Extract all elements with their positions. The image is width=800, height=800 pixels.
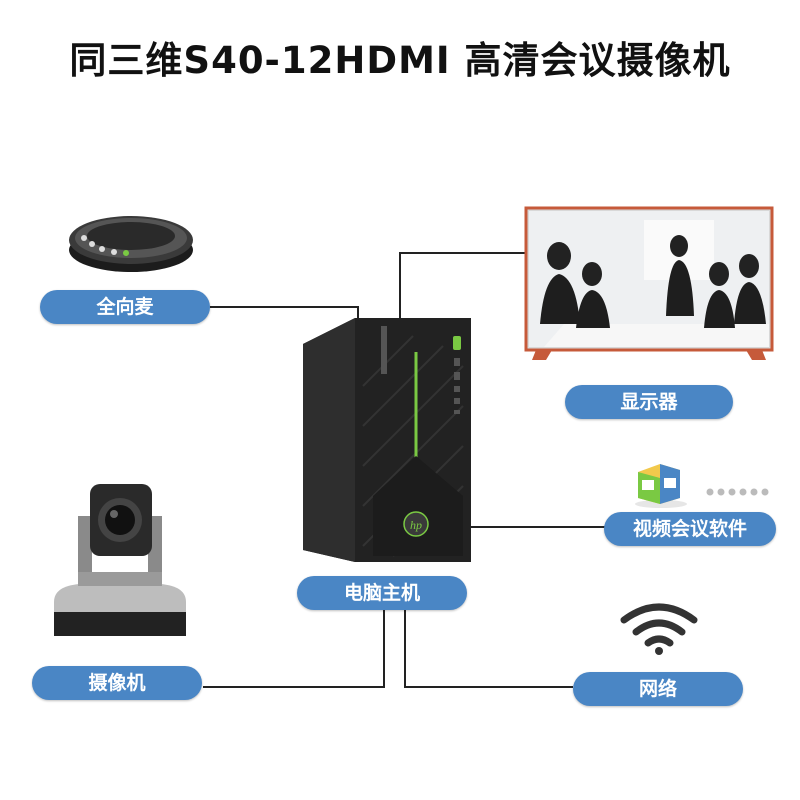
- line-pc-network: [404, 610, 573, 688]
- page-title: 同三维S40-12HDMI 高清会议摄像机: [69, 39, 731, 82]
- display-label: 显示器: [565, 385, 733, 419]
- pc-label: 电脑主机: [297, 576, 467, 610]
- dots-decoration: [704, 483, 774, 496]
- wifi-icon: [618, 598, 700, 656]
- software-label: 视频会议软件: [604, 512, 776, 546]
- camera-label: 摄像机: [32, 666, 202, 700]
- ptz-camera-icon: [40, 476, 200, 640]
- line-pc-camera: [203, 610, 385, 688]
- line-mic-pc: [210, 306, 359, 318]
- mic-label: 全向麦: [40, 290, 210, 324]
- software-box-icon: [630, 460, 692, 508]
- desktop-tower-icon: hp: [303, 316, 471, 564]
- tv-display-icon: [524, 206, 774, 362]
- pc-logo: hp: [410, 518, 422, 532]
- speakerphone-icon: [66, 206, 196, 276]
- line-pc-display: [399, 252, 525, 318]
- network-label: 网络: [573, 672, 743, 706]
